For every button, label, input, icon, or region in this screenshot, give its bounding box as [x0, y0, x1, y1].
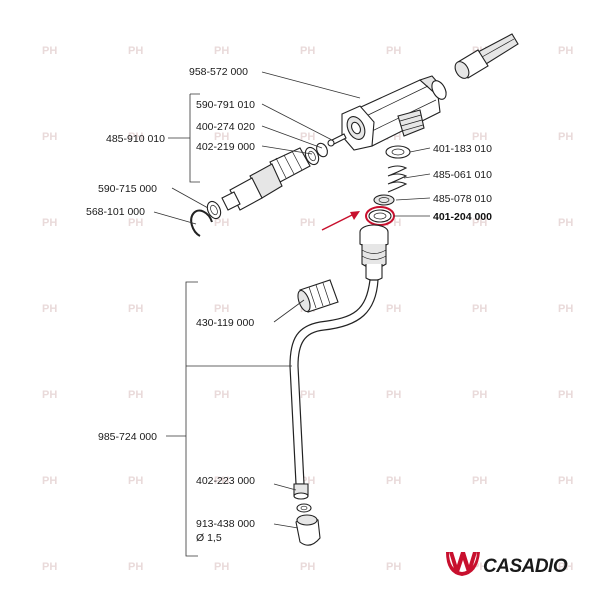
watermark-mark: PH	[128, 217, 143, 229]
watermark-mark: PH	[558, 561, 573, 573]
label-430-119-000: 430-119 000	[196, 317, 254, 329]
valve-body	[341, 75, 447, 151]
watermark-mark: PH	[214, 303, 229, 315]
label-568-101-000: 568-101 000	[86, 206, 145, 218]
watermark-mark: PH	[300, 131, 315, 143]
spring	[387, 165, 408, 193]
leader-lines	[153, 71, 431, 557]
label-913-438-000: 913-438 000	[196, 518, 255, 530]
spindle-assembly	[221, 147, 311, 211]
watermark-mark: PH	[558, 217, 573, 229]
watermark-mark: PH	[558, 303, 573, 315]
label-485-910-010: 485-910 010	[106, 133, 165, 145]
watermark-mark: PH	[42, 389, 57, 401]
label-400-274-020: 400-274 020	[196, 121, 255, 133]
part-labels: 958-572 000 590-791 010 485-910 010 400-…	[86, 66, 492, 544]
watermark-mark: PH	[128, 475, 143, 487]
watermark-grid: PH PH PH PH PH PH PH PH PH PH PH PH PH PH PH PH PH PH PH PH…	[42, 45, 573, 573]
label-958-572-000: 958-572 000	[189, 66, 248, 78]
watermark-mark: PH	[214, 561, 229, 573]
circlip	[190, 209, 213, 237]
watermark-mark: PH	[214, 475, 229, 487]
watermark-mark: PH	[128, 389, 143, 401]
watermark-mark: PH	[214, 45, 229, 57]
watermark-mark: PH	[42, 561, 57, 573]
label-401-204-000: 401-204 000	[433, 211, 492, 223]
label-590-715-000: 590-715 000	[98, 183, 157, 195]
watermark-mark: PH	[42, 475, 57, 487]
gasket-401-204	[365, 206, 395, 226]
watermark-mark: PH	[42, 131, 57, 143]
watermark-mark: PH	[214, 217, 229, 229]
watermark-mark: PH	[558, 389, 573, 401]
label-402-223-000: 402-223 000	[196, 475, 255, 487]
label-985-724-000: 985-724 000	[98, 431, 157, 443]
watermark-mark: PH	[472, 475, 487, 487]
watermark-mark: PH	[386, 45, 401, 57]
watermark-mark: PH	[472, 303, 487, 315]
watermark-mark: PH	[472, 389, 487, 401]
watermark-mark: PH	[386, 217, 401, 229]
watermark-mark: PH	[128, 131, 143, 143]
label-402-219-000: 402-219 000	[196, 141, 255, 153]
watermark-mark: PH	[558, 131, 573, 143]
label-401-183-010: 401-183 010	[433, 143, 492, 155]
inlet-pipe	[454, 33, 519, 79]
grip-sleeve	[297, 279, 339, 313]
watermark-mark: PH	[42, 217, 57, 229]
watermark-mark: PH	[300, 561, 315, 573]
watermark-mark: PH	[42, 45, 57, 57]
steam-fitting	[359, 224, 389, 282]
seal-485-078	[373, 194, 395, 206]
watermark-mark: PH	[214, 389, 229, 401]
tip-washer	[296, 503, 312, 513]
steam-tip	[295, 514, 321, 546]
watermark-mark: PH	[128, 45, 143, 57]
watermark-mark: PH	[42, 303, 57, 315]
watermark-mark: PH	[214, 131, 229, 143]
watermark-mark: PH	[300, 45, 315, 57]
watermark-mark: PH	[128, 303, 143, 315]
watermark-mark: PH	[386, 475, 401, 487]
label-485-078-010: 485-078 010	[433, 193, 492, 205]
watermark-mark: PH	[300, 217, 315, 229]
watermark-mark: PH	[558, 475, 573, 487]
gasket-401-183	[385, 145, 411, 159]
watermark-mark: PH	[386, 561, 401, 573]
o-ring-590	[206, 200, 222, 220]
highlight-arrow-head	[350, 211, 360, 220]
watermark-mark: PH	[558, 45, 573, 57]
tip-nut	[293, 483, 309, 500]
washer	[304, 146, 320, 166]
watermark-mark: PH	[128, 561, 143, 573]
pin	[327, 133, 347, 147]
highlight-arrow	[321, 213, 355, 231]
casadio-logo: CASADIO	[446, 552, 568, 577]
watermark-mark: PH	[300, 389, 315, 401]
watermark-mark: PH	[472, 217, 487, 229]
watermark-mark: PH	[386, 389, 401, 401]
watermark-mark: PH	[386, 303, 401, 315]
casadio-logo-mark	[446, 552, 480, 576]
label-913-438-diameter: Ø 1,5	[196, 532, 222, 544]
label-590-791-010: 590-791 010	[196, 99, 255, 111]
watermark-mark: PH	[472, 131, 487, 143]
label-485-061-010: 485-061 010	[433, 169, 492, 181]
casadio-wordmark: CASADIO	[483, 556, 568, 577]
